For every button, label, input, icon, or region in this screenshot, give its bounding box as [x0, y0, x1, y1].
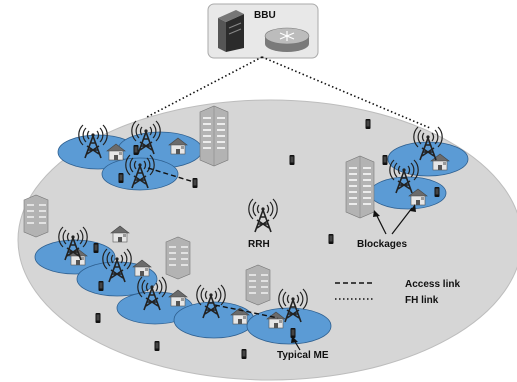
- rrh-label: RRH: [248, 239, 270, 250]
- cell: [387, 141, 469, 177]
- blockage-arrows: [373, 204, 416, 235]
- mobile-device-icon: [290, 328, 296, 338]
- mobile-device-icon: [241, 349, 247, 359]
- access-link: [147, 167, 195, 183]
- building-icon: [345, 155, 375, 219]
- mobile-device-icon: [133, 145, 139, 155]
- arrow: [391, 207, 413, 235]
- cell: [246, 307, 332, 345]
- typical-me-arrow: [291, 336, 301, 351]
- legend-access-link: Access link: [405, 279, 460, 290]
- arrow: [375, 213, 387, 235]
- blockages-label: Blockages: [357, 239, 407, 250]
- building-icon: [245, 264, 271, 306]
- mobile-device-icon: [93, 243, 99, 253]
- typical-me-label: Typical ME: [277, 350, 329, 361]
- mobile-device-icon: [98, 281, 104, 291]
- access-links: [147, 167, 279, 319]
- legend-fh-link: FH link: [405, 295, 439, 306]
- mobile-device-icon: [434, 187, 440, 197]
- bbu-unit: BBU: [207, 3, 319, 59]
- mobile-device-icon: [118, 173, 124, 183]
- building-icon: [23, 194, 49, 238]
- bbu-label: BBU: [254, 10, 276, 21]
- mobile-device-icon: [154, 341, 160, 351]
- access-link: [214, 304, 279, 319]
- router-icon: [264, 27, 310, 52]
- server-icon: [218, 10, 244, 52]
- legend: Access link FH link: [335, 279, 460, 306]
- mobile-device-icon: [365, 119, 371, 129]
- building-icon: [199, 105, 229, 167]
- mobile-device-icon: [95, 313, 101, 323]
- mobile-device-icon: [328, 234, 334, 244]
- building-icon: [165, 236, 191, 280]
- buildings: [23, 105, 375, 306]
- mobile-device-icon: [289, 155, 295, 165]
- mobile-device-icon: [192, 178, 198, 188]
- mobile-device-icon: [382, 155, 388, 165]
